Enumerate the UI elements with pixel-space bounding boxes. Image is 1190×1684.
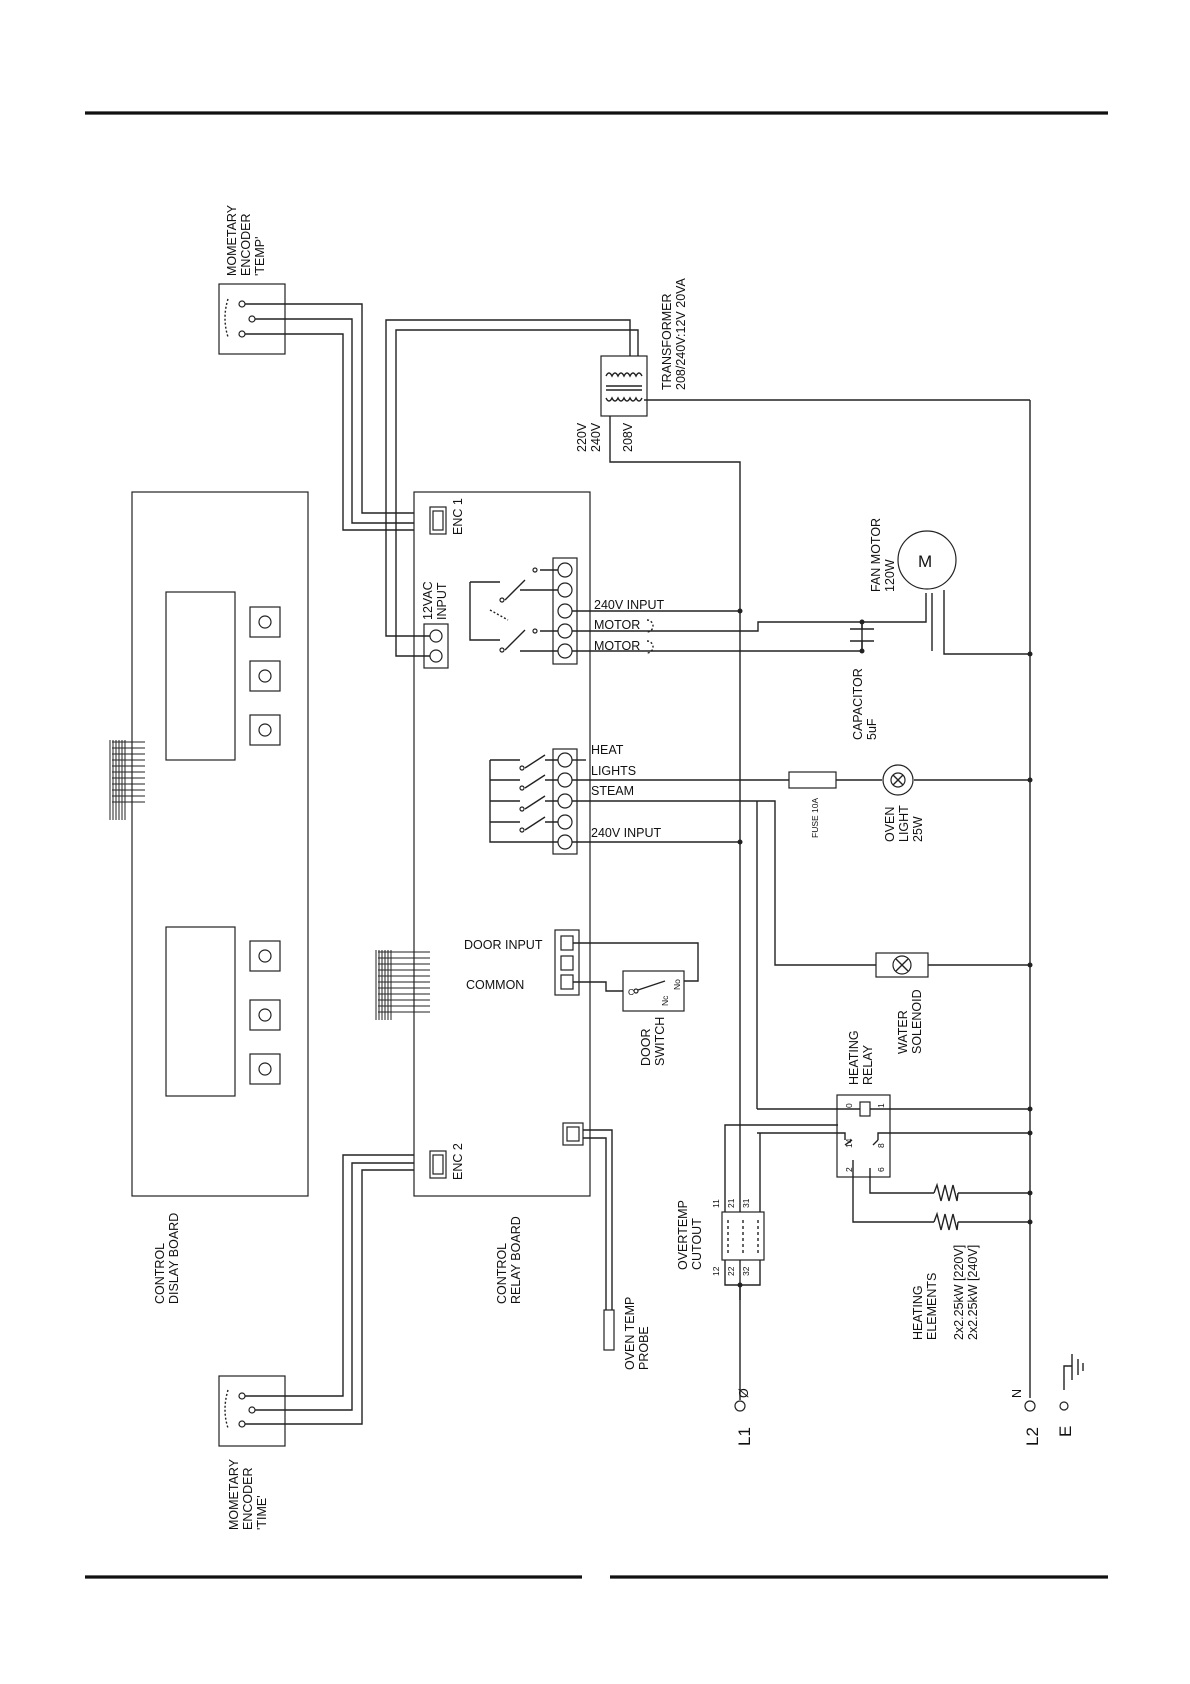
relay-board-line1: CONTROL (495, 1243, 509, 1304)
terminal-l1: Ø L1 (734, 1388, 754, 1446)
encoder-time-line1: MOMETARY (227, 1458, 241, 1530)
cutout-pin-22: 22 (726, 1266, 736, 1276)
door-input-label: DOOR INPUT (464, 938, 543, 952)
vac-input-line1: 12VAC (421, 581, 435, 620)
enc1-label: ENC 1 (451, 498, 465, 535)
fan-motor-line1: FAN MOTOR (869, 518, 883, 592)
water-solenoid: WATER SOLENOID (875, 952, 929, 1054)
relay-pin-0: 0 (844, 1103, 854, 1108)
overtemp-cutout: 11 21 31 12 22 32 OVERTEMP CUTOUT (676, 1198, 765, 1276)
encoder-temp: MOMETARY ENCODER 'TEMP' (218, 204, 286, 355)
oven-light-line1: OVEN (883, 807, 897, 842)
water-solenoid-line2: SOLENOID (910, 989, 924, 1054)
control-relay-board: ENC 1 ENC 2 12VAC INPUT (375, 491, 591, 1304)
relay-pin-2: 2 (844, 1167, 854, 1172)
transformer-line2: 208/240V:12V 20VA (674, 277, 688, 390)
encoder-temp-line2: ENCODER (239, 213, 253, 276)
encoder-temp-line1: MOMETARY (225, 204, 239, 276)
oven-light-line2: LIGHT (897, 805, 911, 842)
relay-pin-14: 14 (844, 1138, 854, 1148)
motor-cw-label: MOTOR (594, 618, 640, 632)
encoder-temp-line3: 'TEMP' (253, 237, 267, 277)
oven-probe-line2: PROBE (637, 1326, 651, 1370)
heating-elements-line2: ELEMENTS (925, 1273, 939, 1340)
cutout-pin-12: 12 (711, 1266, 721, 1276)
transformer-line1: TRANSFORMER (660, 293, 674, 390)
oven-temp-probe: OVEN TEMP PROBE (583, 1129, 651, 1370)
l1-label: L1 (735, 1427, 754, 1446)
door-switch: C Nc No DOOR SWITCH (622, 970, 685, 1067)
oven-probe-line1: OVEN TEMP (623, 1297, 637, 1370)
water-solenoid-line1: WATER (896, 1010, 910, 1054)
oven-light: OVEN LIGHT 25W (882, 764, 925, 842)
display-board-line2: DISLAY BOARD (167, 1213, 181, 1304)
relay-pin-8: 8 (876, 1143, 886, 1148)
fan-motor: M FAN MOTOR 120W (869, 518, 1030, 655)
heating-relay-line2: RELAY (861, 1044, 875, 1085)
relay-pin-6: 6 (876, 1167, 886, 1172)
heating-elements-line1: HEATING (911, 1285, 925, 1340)
cutout-pin-32: 32 (741, 1266, 751, 1276)
tap-208-label: 208V (621, 422, 635, 452)
heat-label: HEAT (591, 743, 624, 757)
overtemp-cutout-line2: CUTOUT (690, 1218, 704, 1270)
fuse-label: FUSE 10A (810, 798, 820, 838)
fan-motor-line2: 120W (883, 559, 897, 592)
input-240-top-label: 240V INPUT (594, 598, 665, 612)
steam-label: STEAM (591, 784, 634, 798)
capacitor: CAPACITOR 5uF (850, 622, 879, 740)
l2-neutral-label: N (1010, 1389, 1024, 1398)
lights-label: LIGHTS (591, 764, 636, 778)
fuse: FUSE 10A (788, 771, 837, 838)
overtemp-cutout-line1: OVERTEMP (676, 1200, 690, 1270)
switch-no-label: No (672, 979, 682, 990)
cutout-pin-31: 31 (741, 1198, 751, 1208)
relay-board-line2: RELAY BOARD (509, 1216, 523, 1304)
terminal-l2: N L2 (1010, 1389, 1042, 1446)
l1-phase-label: Ø (737, 1388, 751, 1398)
heating-elements-line4: 2x2.25kW [240V] (966, 1245, 980, 1340)
input-240-bottom-label: 240V INPUT (591, 826, 662, 840)
door-switch-line1: DOOR (639, 1029, 653, 1067)
capacitor-line1: CAPACITOR (851, 668, 865, 740)
vac-input-line2: INPUT (435, 582, 449, 620)
common-label: COMMON (466, 978, 524, 992)
oven-light-line3: 25W (911, 816, 925, 842)
encoder-time-line3: 'TIME' (255, 1495, 269, 1530)
terminal-earth: E (1056, 1354, 1084, 1437)
tap-220-label: 220V (575, 422, 589, 452)
l2-label: L2 (1023, 1427, 1042, 1446)
cutout-pin-11: 11 (711, 1199, 721, 1208)
encoder-time: MOMETARY ENCODER 'TIME' (218, 1375, 286, 1530)
display-board-line1: CONTROL (153, 1243, 167, 1304)
capacitor-line2: 5uF (865, 718, 879, 740)
control-display-board: CONTROL DISLAY BOARD (109, 491, 309, 1304)
switch-nc-label: Nc (660, 995, 670, 1006)
cutout-pin-21: 21 (726, 1198, 736, 1208)
heating-relay: 0 1 14 8 2 6 HEATING RELAY (836, 1030, 891, 1178)
door-switch-line2: SWITCH (653, 1017, 667, 1066)
earth-label: E (1056, 1426, 1075, 1437)
transformer: TRANSFORMER 208/240V:12V 20VA 220V 240V … (575, 277, 688, 452)
relay-pin-1: 1 (876, 1103, 886, 1108)
tap-240-label: 240V (589, 422, 603, 452)
heating-elements: HEATING ELEMENTS 2x2.25kW [220V] 2x2.25k… (911, 1182, 980, 1340)
enc2-label: ENC 2 (451, 1143, 465, 1180)
switch-c-label: C (628, 987, 634, 997)
heating-relay-line1: HEATING (847, 1030, 861, 1085)
heating-elements-line3: 2x2.25kW [220V] (952, 1245, 966, 1340)
motor-symbol: M (918, 552, 932, 571)
motor-ccw-label: MOTOR (594, 639, 640, 653)
encoder-time-line2: ENCODER (241, 1467, 255, 1530)
